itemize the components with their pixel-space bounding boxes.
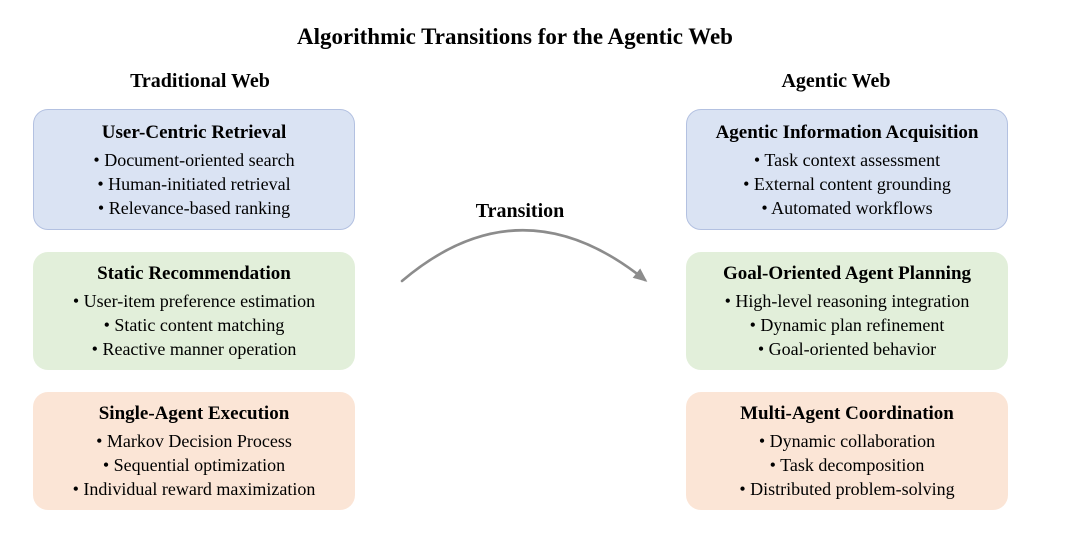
bullet-item: • Document-oriented search bbox=[93, 149, 295, 170]
curved-arrow-icon bbox=[400, 228, 648, 283]
bullet-item: • Distributed problem-solving bbox=[739, 479, 955, 499]
bullet-item: • Task context assessment bbox=[753, 149, 941, 170]
bullet-item: • Sequential optimization bbox=[102, 455, 286, 475]
box-user-centric-retrieval: User-Centric Retrieval • Document-orient… bbox=[33, 109, 355, 230]
bullet-item: • Task decomposition bbox=[769, 455, 925, 475]
diagram-title: Algorithmic Transitions for the Agentic … bbox=[297, 24, 733, 49]
bullet-item: • Relevance-based ranking bbox=[97, 197, 291, 218]
bullet-item: • User-item preference estimation bbox=[72, 291, 316, 311]
box-title: User-Centric Retrieval bbox=[101, 121, 287, 143]
box-title: Agentic Information Acquisition bbox=[715, 121, 979, 143]
bullet-item: • Individual reward maximization bbox=[72, 479, 316, 499]
bullet-item: • Dynamic plan refinement bbox=[749, 315, 945, 335]
bullet-item: • Static content matching bbox=[103, 315, 285, 335]
column-header-traditional-web: Traditional Web bbox=[130, 70, 270, 92]
box-title: Static Recommendation bbox=[97, 263, 291, 284]
transition-label: Transition bbox=[475, 200, 565, 222]
box-static-recommendation: Static Recommendation • User-item prefer… bbox=[33, 252, 355, 370]
box-title: Multi-Agent Coordination bbox=[740, 403, 954, 424]
box-title: Single-Agent Execution bbox=[98, 403, 290, 424]
bullet-item: • High-level reasoning integration bbox=[724, 291, 970, 311]
column-header-agentic-web: Agentic Web bbox=[781, 70, 891, 92]
box-agentic-information-acquisition: Agentic Information Acquisition • Task c… bbox=[686, 109, 1008, 230]
bullet-item: • Markov Decision Process bbox=[96, 431, 292, 451]
box-single-agent-execution: Single-Agent Execution • Markov Decision… bbox=[33, 392, 355, 510]
bullet-item: • Goal-oriented behavior bbox=[757, 339, 937, 359]
box-goal-oriented-agent-planning: Goal-Oriented Agent Planning • High-leve… bbox=[686, 252, 1008, 370]
bullet-item: • Dynamic collaboration bbox=[758, 431, 936, 451]
box-multi-agent-coordination: Multi-Agent Coordination • Dynamic colla… bbox=[686, 392, 1008, 510]
box-title: Goal-Oriented Agent Planning bbox=[722, 263, 972, 284]
bullet-item: • Reactive manner operation bbox=[91, 339, 297, 359]
bullet-item: • Automated workflows bbox=[761, 197, 933, 218]
bullet-item: • Human-initiated retrieval bbox=[97, 173, 291, 194]
bullet-item: • External content grounding bbox=[743, 173, 951, 194]
